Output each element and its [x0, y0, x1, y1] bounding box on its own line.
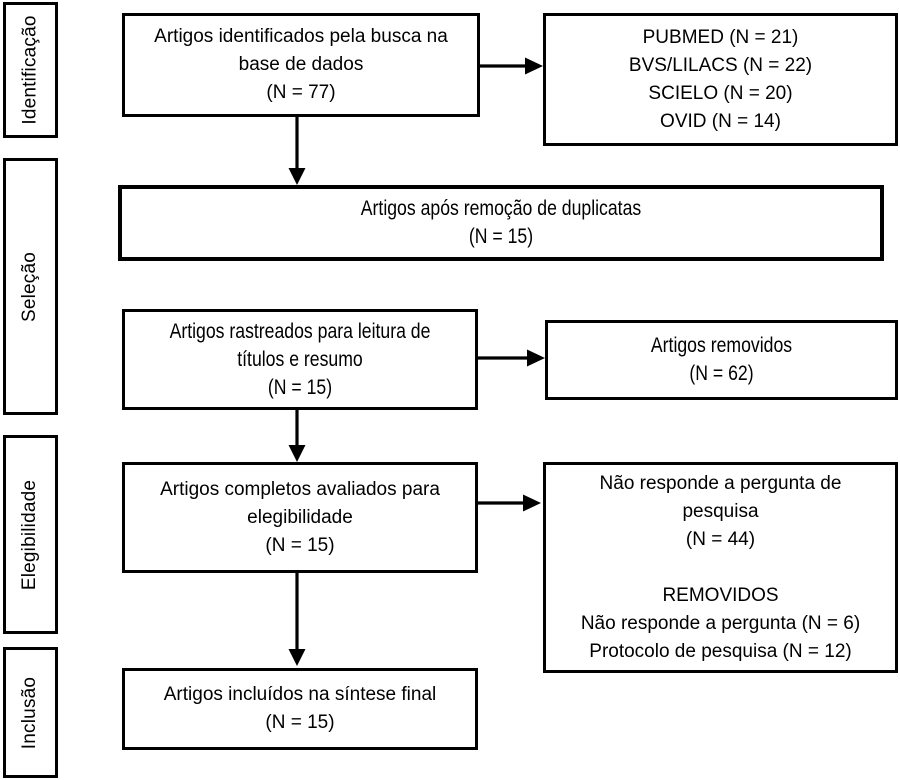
box-fulltext-assessed-line-3: (N = 15) — [265, 534, 335, 556]
box-fulltext-assessed: Artigos completos avaliados para elegibi… — [122, 462, 478, 573]
stage-label-eligibility: Elegibilidade — [3, 435, 58, 634]
box-fulltext-assessed-line-2: elegibilidade — [247, 506, 353, 528]
arrow-identified-to-after-duplicates — [288, 117, 306, 185]
box-screened-line-2: títulos e resumo — [237, 347, 363, 371]
box-included-line-1: Artigos incluídos na síntese final — [163, 684, 437, 705]
stage-label-selection: Seleção — [3, 158, 58, 415]
stage-label-inclusion: Inclusão — [3, 647, 58, 778]
box-screened-line-1: Artigos rastreados para leitura de — [169, 319, 431, 343]
stage-label-selection-text: Seleção — [19, 251, 41, 322]
box-identified-line-1: Artigos identificados pela busca na — [154, 26, 448, 47]
box-excluded-line-2: pesquisa — [682, 500, 759, 522]
box-screened: Artigos rastreados para leitura de títul… — [122, 309, 478, 410]
box-excluded-line-blank — [546, 554, 895, 582]
box-screened-line-3: (N = 15) — [267, 375, 333, 399]
stage-label-identification: Identificação — [3, 2, 58, 138]
box-excluded-line-6: Protocolo de pesquisa (N = 12) — [589, 640, 852, 662]
box-included-line-2: (N = 15) — [265, 712, 335, 733]
box-excluded-line-1: Não responde a pergunta de — [599, 472, 842, 494]
box-included: Artigos incluídos na síntese final (N = … — [122, 668, 478, 750]
arrow-screened-to-fulltext — [288, 410, 306, 462]
box-databases-line-2: BVS/LILACS (N = 22) — [628, 54, 813, 76]
box-databases: PUBMED (N = 21) BVS/LILACS (N = 22) SCIE… — [543, 13, 898, 146]
stage-label-inclusion-text: Inclusão — [19, 676, 41, 749]
arrow-screened-to-removed — [478, 349, 545, 367]
box-removed-line-1: Artigos removidos — [650, 334, 793, 357]
box-fulltext-assessed-line-1: Artigos completos avaliados para — [160, 478, 440, 500]
box-databases-line-1: PUBMED (N = 21) — [642, 26, 799, 48]
arrow-fulltext-to-excluded — [478, 494, 541, 512]
box-after-duplicates-line-2: (N = 15) — [468, 225, 534, 248]
box-databases-line-4: OVID (N = 14) — [660, 110, 781, 132]
box-excluded-line-4: REMOVIDOS — [662, 584, 779, 606]
box-databases-line-3: SCIELO (N = 20) — [648, 82, 793, 104]
box-excluded-line-5: Não responde a pergunta (N = 6) — [580, 612, 861, 634]
arrow-fulltext-to-included — [288, 573, 306, 666]
box-after-duplicates-line-1: Artigos após remoção de duplicatas — [360, 197, 642, 220]
box-identified: Artigos identificados pela busca na base… — [122, 13, 480, 117]
stage-label-eligibility-text: Elegibilidade — [19, 479, 41, 590]
box-removed: Artigos removidos (N = 62) — [545, 320, 898, 400]
box-identified-line-3: (N = 77) — [266, 82, 336, 103]
box-after-duplicates: Artigos após remoção de duplicatas (N = … — [118, 185, 884, 261]
box-excluded: Não responde a pergunta de pesquisa (N =… — [543, 462, 898, 673]
box-identified-line-2: base de dados — [238, 54, 364, 75]
arrow-identified-to-databases — [480, 57, 543, 75]
box-removed-line-2: (N = 62) — [689, 362, 754, 385]
stage-label-identification-text: Identificação — [19, 15, 41, 125]
box-excluded-line-3: (N = 44) — [685, 528, 756, 550]
